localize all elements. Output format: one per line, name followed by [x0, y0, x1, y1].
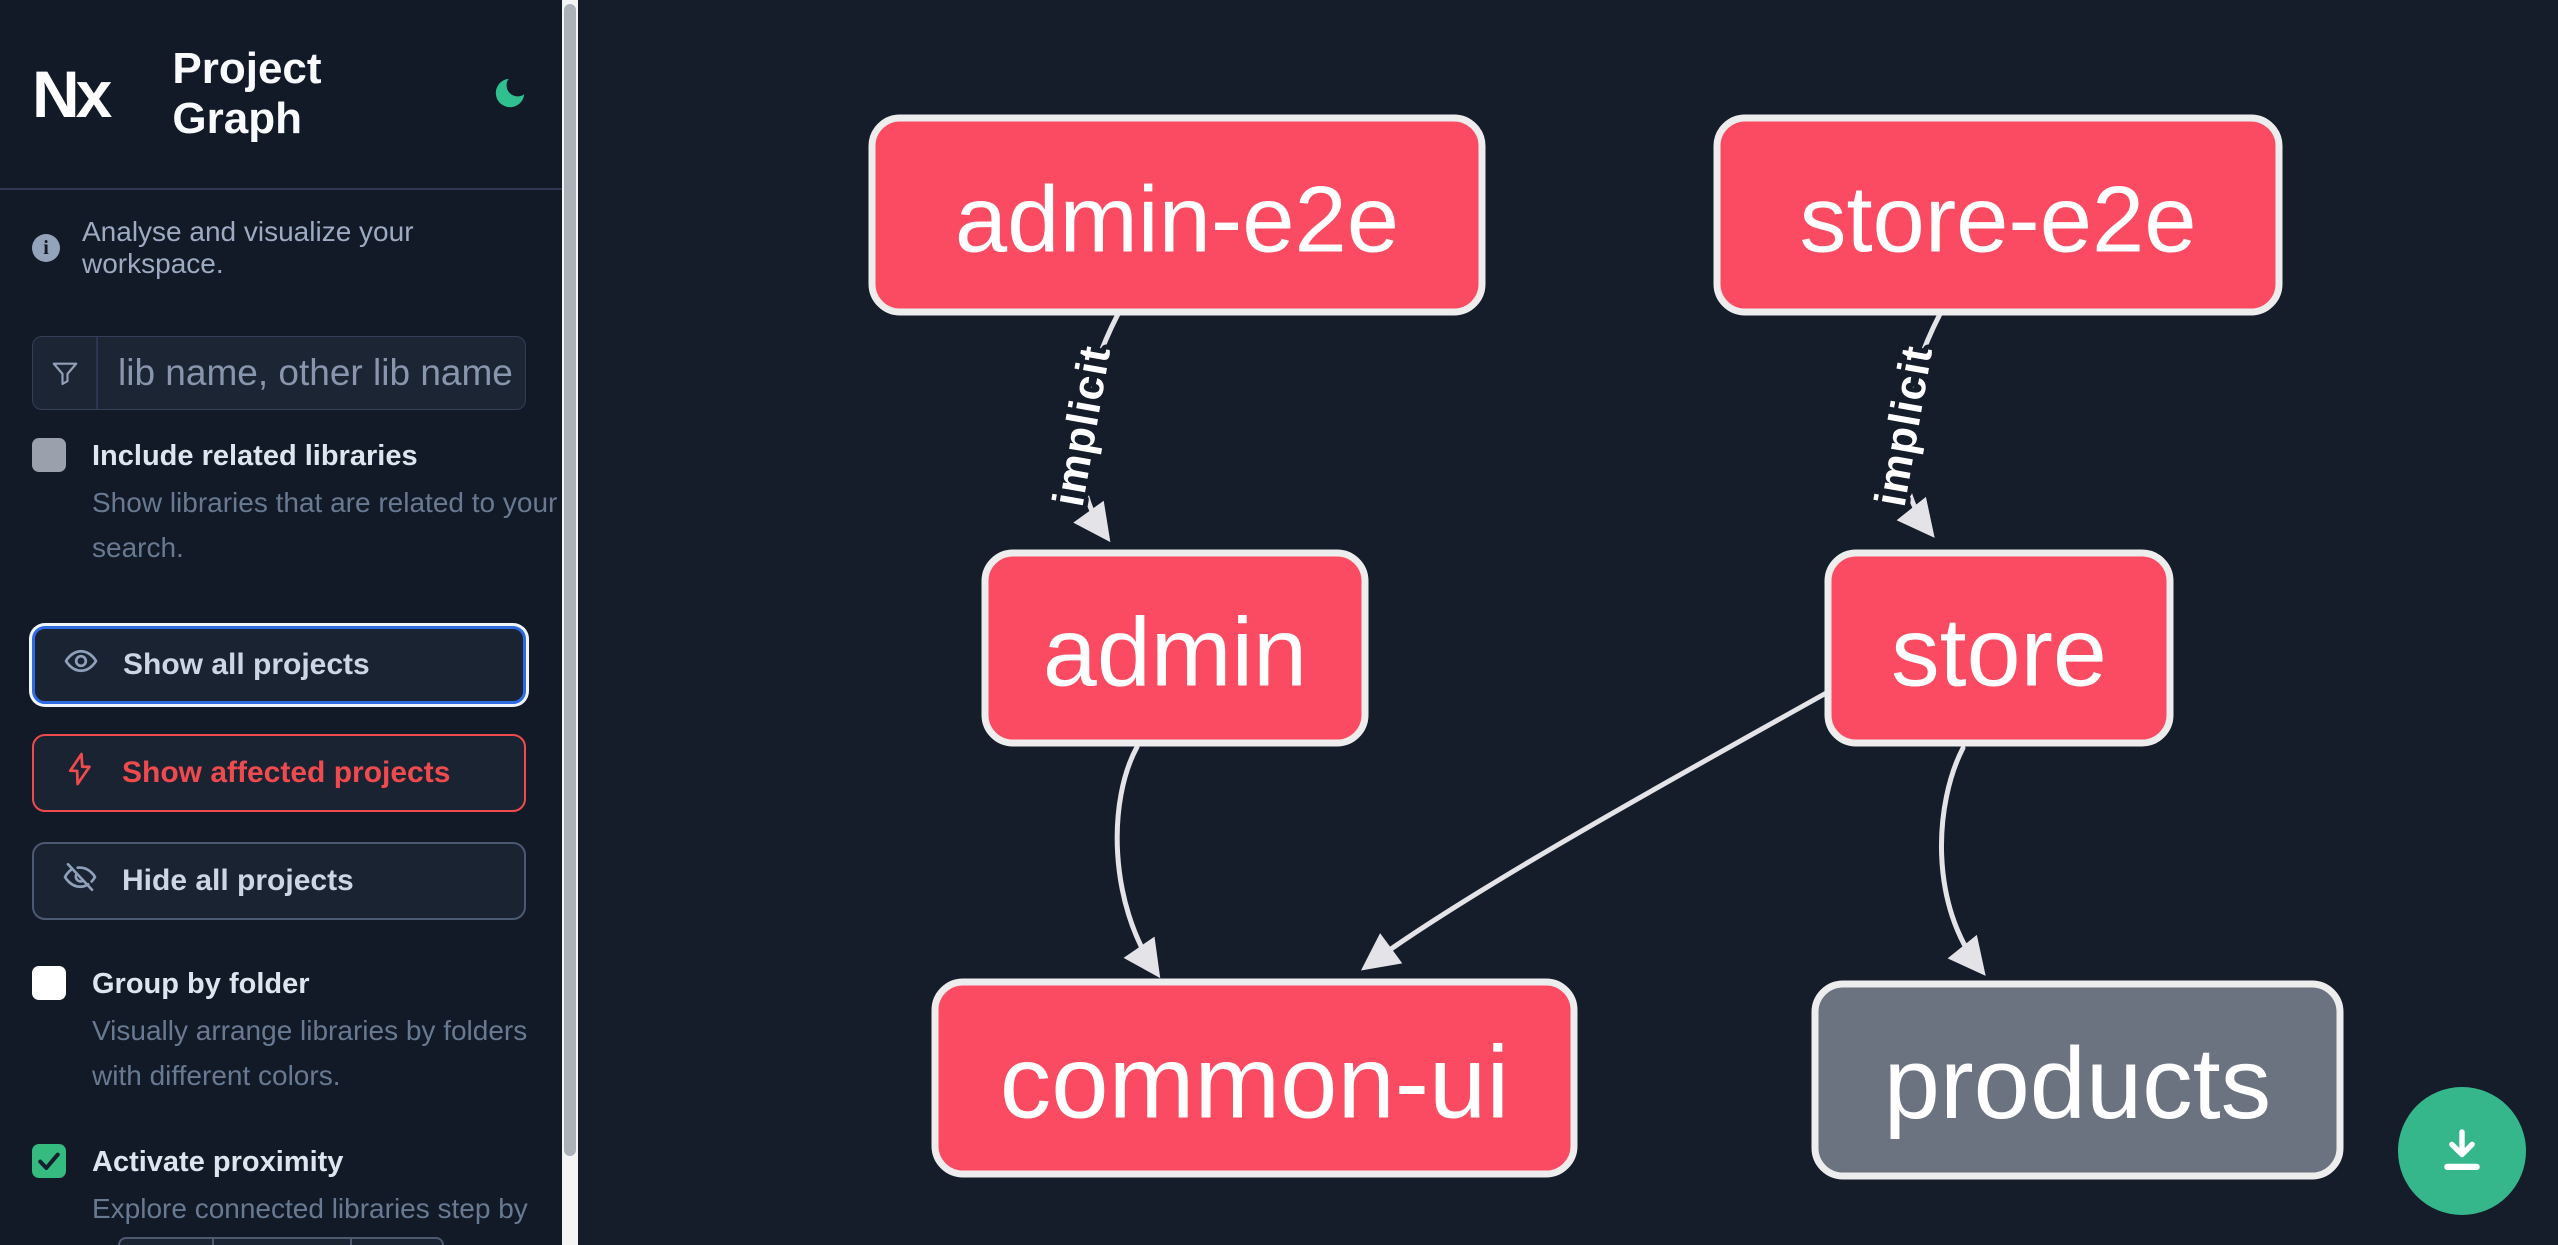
stepper-cell: [120, 1239, 214, 1245]
tagline-text: Analyse and visualize your workspace.: [82, 216, 414, 279]
show-all-projects-button[interactable]: Show all projects: [32, 626, 526, 704]
node-label: admin: [1043, 598, 1307, 707]
option-description: Show libraries that are related to your …: [92, 487, 558, 563]
graph-edge-store-common-ui: [1360, 689, 1831, 971]
node-label: store: [1891, 598, 2107, 707]
stepper-cell: [214, 1239, 352, 1245]
nx-logo: Nx: [32, 57, 112, 131]
show-affected-projects-button[interactable]: Show affected projects: [32, 734, 526, 812]
graph-node-store[interactable]: store: [1824, 549, 2174, 747]
moon-icon: [491, 74, 529, 115]
graph-node-store-e2e[interactable]: store-e2e: [1713, 114, 2283, 316]
theme-toggle-button[interactable]: [491, 74, 530, 114]
sidebar-scrollbar[interactable]: [562, 0, 578, 1245]
sidebar-header: Nx Project Graph: [0, 0, 562, 190]
bolt-icon: [62, 751, 98, 795]
option-group-by-folder: Group by folder Visually arrange librari…: [0, 964, 562, 1098]
button-label: Show affected projects: [122, 756, 451, 789]
graph-edge-admin-e2e-admin: [1073, 311, 1121, 543]
library-filter: [32, 336, 526, 410]
page-title: Project Graph: [172, 44, 322, 143]
graph-edge-store-products: [1939, 745, 1986, 976]
hide-all-projects-button[interactable]: Hide all projects: [32, 842, 526, 920]
group-by-folder-checkbox[interactable]: [32, 966, 66, 1000]
info-icon: i: [32, 234, 60, 262]
stepper-cell: [352, 1239, 442, 1245]
graph-node-products[interactable]: products: [1811, 980, 2344, 1180]
button-label: Show all projects: [123, 648, 370, 681]
option-label[interactable]: Activate proximity: [92, 1146, 344, 1178]
node-label: products: [1884, 1028, 2271, 1140]
node-label: admin-e2e: [955, 167, 1399, 272]
graph-node-admin[interactable]: admin: [981, 549, 1369, 747]
search-input[interactable]: [98, 337, 525, 409]
activate-proximity-checkbox[interactable]: [32, 1144, 66, 1178]
option-description: Visually arrange libraries by folders wi…: [92, 1015, 528, 1091]
eye-icon: [63, 643, 99, 687]
option-activate-proximity: Activate proximity Explore connected lib…: [0, 1142, 562, 1245]
node-label: common-ui: [1000, 1025, 1509, 1140]
funnel-icon: [33, 337, 98, 409]
graph-node-admin-e2e[interactable]: admin-e2e: [868, 114, 1486, 316]
option-include-related: Include related libraries Show libraries…: [0, 436, 562, 570]
edge-label: implicit: [1044, 342, 1120, 510]
tagline-row: i Analyse and visualize your workspace.: [0, 216, 562, 280]
graph-edge-store-e2e-store: [1896, 311, 1943, 538]
option-label[interactable]: Group by folder: [92, 968, 310, 1000]
graph-edge-admin-common-ui: [1114, 744, 1161, 979]
eye-off-icon: [62, 859, 98, 903]
include-related-checkbox[interactable]: [32, 438, 66, 472]
proximity-depth-control-partial[interactable]: [118, 1237, 444, 1245]
edge-label: implicit: [1866, 342, 1942, 510]
project-graph-svg: implicit implicit admin-e2e store-e2e admin s…: [868, 114, 2344, 1180]
button-label: Hide all projects: [122, 864, 354, 897]
sidebar: Nx Project Graph i Analyse and visualize…: [0, 0, 562, 1245]
node-label: store-e2e: [1799, 167, 2196, 272]
project-actions: Show all projects Show affected projects…: [0, 626, 562, 920]
graph-canvas[interactable]: implicit implicit admin-e2e store-e2e admin s…: [578, 0, 2558, 1245]
sidebar-scrollbar-thumb[interactable]: [564, 4, 576, 1156]
save-image-button[interactable]: [2398, 1087, 2526, 1215]
option-label[interactable]: Include related libraries: [92, 440, 418, 472]
download-icon: [2435, 1123, 2489, 1180]
graph-node-common-ui[interactable]: common-ui: [931, 978, 1578, 1178]
